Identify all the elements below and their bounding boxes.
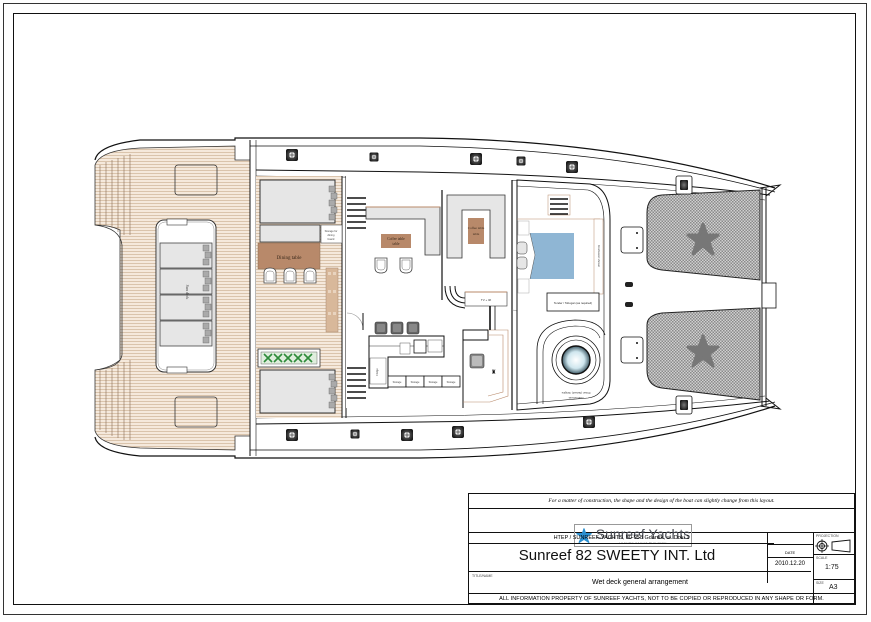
svg-text:Fridge: Fridge [375,368,379,376]
date-cell: DATE 2010.12.20 [767,544,813,571]
foredeck [620,175,782,415]
footer-row: ALL INFORMATION PROPERTY OF SUNREEF YACH… [469,593,854,605]
disclaimer-row: For a matter of construction, the shape … [469,494,854,509]
projection-label: PROJECTION [816,534,839,538]
hatch-icon [451,425,465,439]
size-cell: SIZE A3 [813,580,856,593]
client-row: Sunreef 82 SWEETY INT. Ltd [469,544,765,571]
forward-cockpit: Freshwater shower Tender / Tobogan (as r… [516,179,611,411]
sheet-inner-border [13,13,856,605]
hatch-icon [350,429,360,439]
jacuzzi [561,345,591,375]
storage-note: Storage for [325,229,338,233]
svg-text:Storage: Storage [429,381,438,384]
sun-deck-label: Sun deck [185,285,190,300]
disclaimer-text: For a matter of construction, the shape … [548,498,775,504]
logo-row: Sunreef Yachts LUXURY YACHT BUILDING [469,509,854,547]
title-label: TITLE/NAME [472,574,493,578]
projection-cell: PROJECTION [813,533,856,555]
dining-table [257,242,321,270]
svg-text:Storage: Storage [447,381,456,384]
svg-text:Storage: Storage [393,381,402,384]
copyright-footer: ALL INFORMATION PROPERTY OF SUNREEF YACH… [499,596,824,602]
hatch-icon [565,160,579,174]
svg-text:Coffee table: Coffee table [387,237,405,241]
svg-text:table: table [473,232,480,236]
size-label: SIZE [816,581,824,585]
svg-text:Freshwater shower: Freshwater shower [597,245,601,267]
scale-label: SCALE [816,556,828,560]
hatch-icon [369,152,379,162]
hatch-icon [469,152,483,166]
logo-name: Sunreef Yachts [595,525,691,542]
address-row: HTEP / SUNREEF-YACHTS, 80-958 Gdansk, ul… [469,533,774,544]
drawing-title: Wet deck general arrangement [592,579,688,586]
coffee-table-1 [381,234,411,248]
hatch-icon [400,428,414,442]
sheet-outer-border [3,3,867,615]
helm-wheel-icon: ♜ [491,369,496,376]
tv-lift-label: TV + lift [481,298,491,302]
tender-note: Tender / Tobogan (as required) [554,301,592,305]
scale-cell: SCALE 1:75 [813,555,856,580]
svg-text:dining: dining [328,233,335,237]
client-name: Sunreef 82 SWEETY INT. Ltd [518,547,716,564]
size-value: A3 [829,584,838,591]
hatch-icon [285,148,299,162]
date-value: 2010.12.20 [774,561,806,567]
date-label: DATE [784,550,796,555]
scale-value: 1:75 [825,564,839,571]
title-row: TITLE/NAME Wet deck general arrangement [469,571,811,593]
svg-text:table: table [393,242,400,246]
first-angle-projection-icon [815,539,851,553]
dining-table-label: Dining table [277,256,303,261]
hatch-icon [582,415,596,429]
svg-text:room access: room access [568,396,583,400]
aft-cockpit-teak: Sun deck [94,145,251,451]
aft-lounge: Storage for dining board Dining table [256,176,347,418]
plunge-pool [530,233,574,279]
title-block: For a matter of construction, the shape … [468,493,856,605]
saloon: Coffee table table Coffee table table TV… [346,176,525,410]
logo-tagline: LUXURY YACHT BUILDING [618,540,668,545]
hatch-icon [516,156,526,166]
svg-text:Storage: Storage [411,381,420,384]
jacuzzi-note: Power (Jacuzzi) / Engine [561,391,590,395]
hatch-icon [285,428,299,442]
hull-outline [94,137,776,459]
svg-text:board: board [328,237,335,241]
logo: Sunreef Yachts LUXURY YACHT BUILDING [574,524,692,547]
address-text: HTEP / SUNREEF-YACHTS, 80-958 Gdansk, ul… [553,535,690,541]
svg-text:Coffee table: Coffee table [468,226,485,230]
starfish-icon [575,527,592,543]
coffee-table-2 [468,218,484,244]
